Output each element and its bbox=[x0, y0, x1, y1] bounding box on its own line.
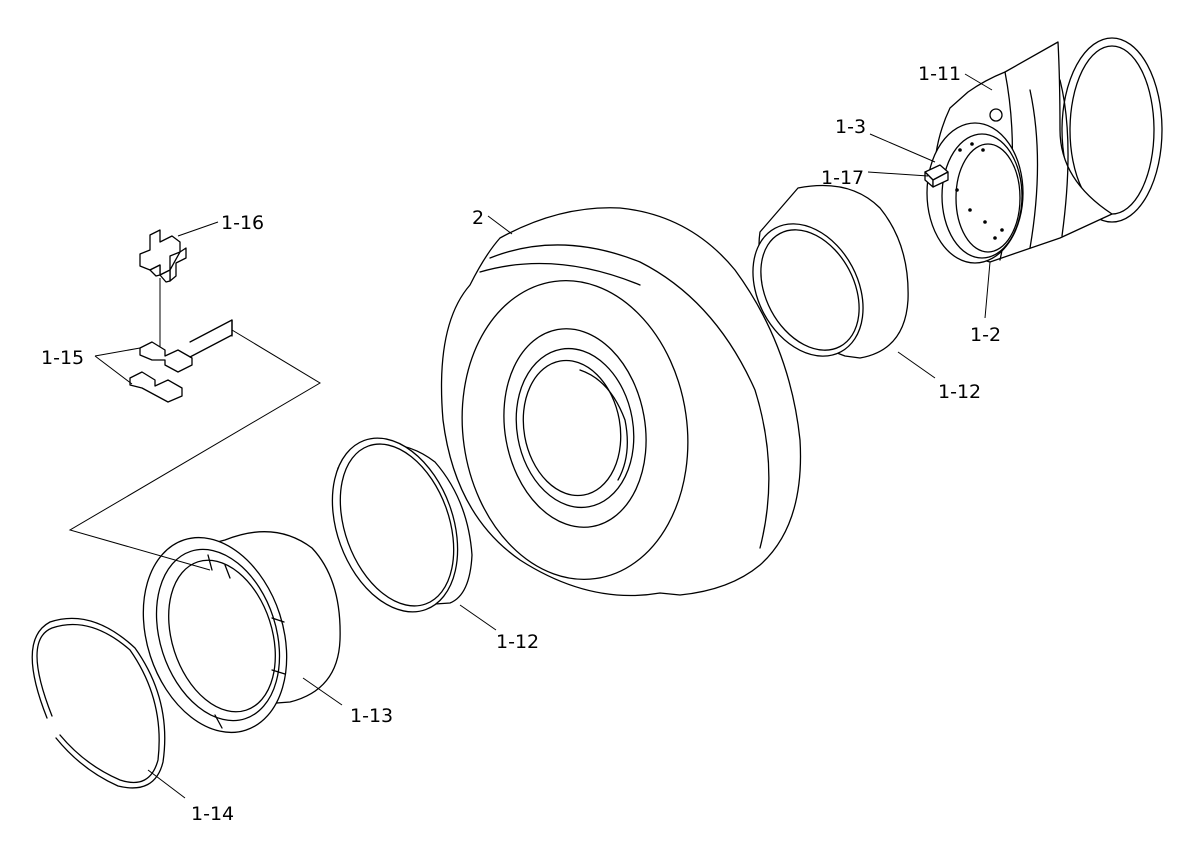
label-1-12-right: 1-12 bbox=[938, 381, 981, 403]
part-1-12-right-band bbox=[752, 184, 909, 359]
leader-lines bbox=[94, 73, 993, 799]
part-labels: 1-11 1-3 1-17 1-16 2 1-15 1-2 1-12 1-12 … bbox=[41, 63, 1001, 825]
label-2: 2 bbox=[472, 207, 484, 229]
part-1-12-left-band bbox=[331, 437, 473, 613]
part-1-15-lock-pieces bbox=[129, 319, 233, 403]
label-1-2: 1-2 bbox=[970, 324, 1001, 346]
lock-piece-outline bbox=[68, 329, 321, 571]
label-1-14: 1-14 bbox=[191, 803, 234, 825]
label-1-15: 1-15 bbox=[41, 347, 84, 369]
label-1-3: 1-3 bbox=[835, 116, 866, 138]
part-1-14-snap-ring bbox=[31, 617, 166, 789]
label-1-11: 1-11 bbox=[918, 63, 961, 85]
label-1-16: 1-16 bbox=[221, 212, 264, 234]
part-1-17-key bbox=[924, 164, 949, 188]
label-1-12-left: 1-12 bbox=[496, 631, 539, 653]
label-1-17: 1-17 bbox=[821, 167, 864, 189]
label-1-13: 1-13 bbox=[350, 705, 393, 727]
part-1-2-bore bbox=[926, 122, 1024, 264]
part-2-tire bbox=[440, 207, 802, 597]
part-1-13-side-ring bbox=[142, 531, 341, 734]
part-1-16-cross-key bbox=[139, 229, 187, 360]
